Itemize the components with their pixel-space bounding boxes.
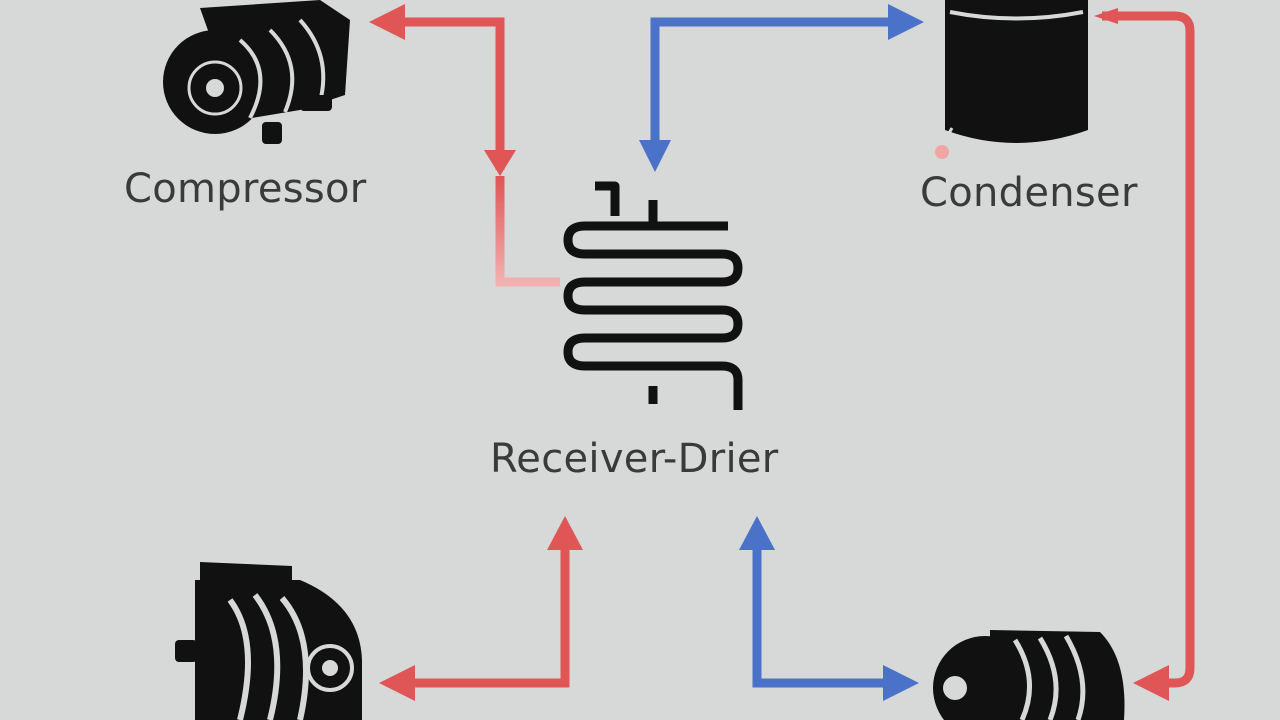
compressor-icon <box>163 0 350 144</box>
line-receiver-to-bottom-right <box>739 516 919 701</box>
line-receiver-to-condenser <box>639 4 924 172</box>
compressor-label: Compressor <box>124 166 367 212</box>
line-receiver-to-bottom-left <box>379 516 583 701</box>
expansion-unit-icon <box>175 562 362 720</box>
receiver-drier-icon <box>563 181 743 410</box>
line-receiver-to-compressor <box>369 4 560 287</box>
line-condenser-to-evaporator <box>1094 8 1195 701</box>
evaporator-icon <box>933 630 1125 720</box>
receiver-drier-label: Receiver-Drier <box>490 436 779 482</box>
condenser-label: Condenser <box>920 170 1138 216</box>
condenser-icon <box>935 0 1088 159</box>
